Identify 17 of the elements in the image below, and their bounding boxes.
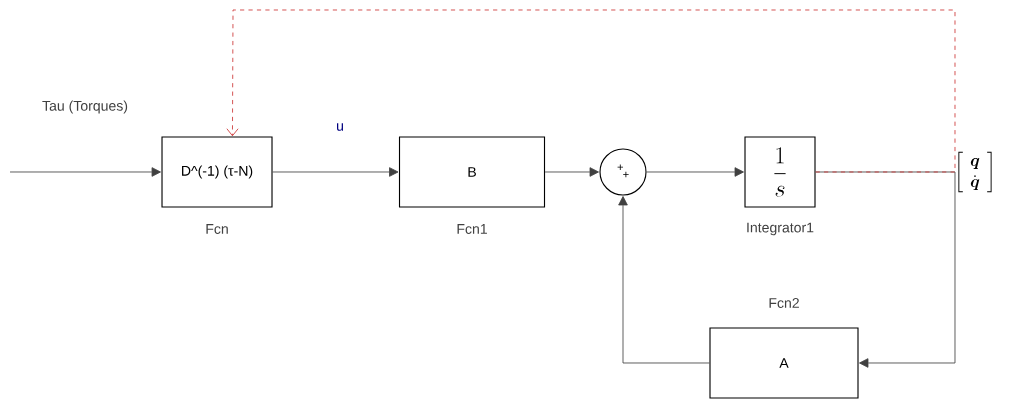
arrow	[9, 167, 161, 177]
arrow	[544, 167, 599, 177]
arrow	[646, 167, 744, 177]
block-name: Fcn2	[769, 298, 799, 308]
arrow	[618, 196, 710, 364]
block-name: Fcn1	[457, 224, 487, 234]
arrow	[226, 9, 956, 173]
block-name: Fcn	[206, 224, 228, 234]
block-box: $\frac{1}{s}$	[744, 136, 816, 208]
block-box: D^(-1) (τ-N)	[161, 136, 273, 208]
arrow	[272, 167, 399, 177]
output-vector: $\left[\begin{array}{c}\boldsymbol{q}\\ \dot{\boldsymbol{q}}\end{array}\right]$	[958, 151, 992, 193]
block-box: B	[398, 136, 546, 208]
block-box: A	[709, 327, 859, 399]
block-name: Integrator1	[747, 222, 814, 236]
edge-label: u	[334, 121, 346, 133]
signal-label: Tau (Torques)	[42, 100, 128, 114]
